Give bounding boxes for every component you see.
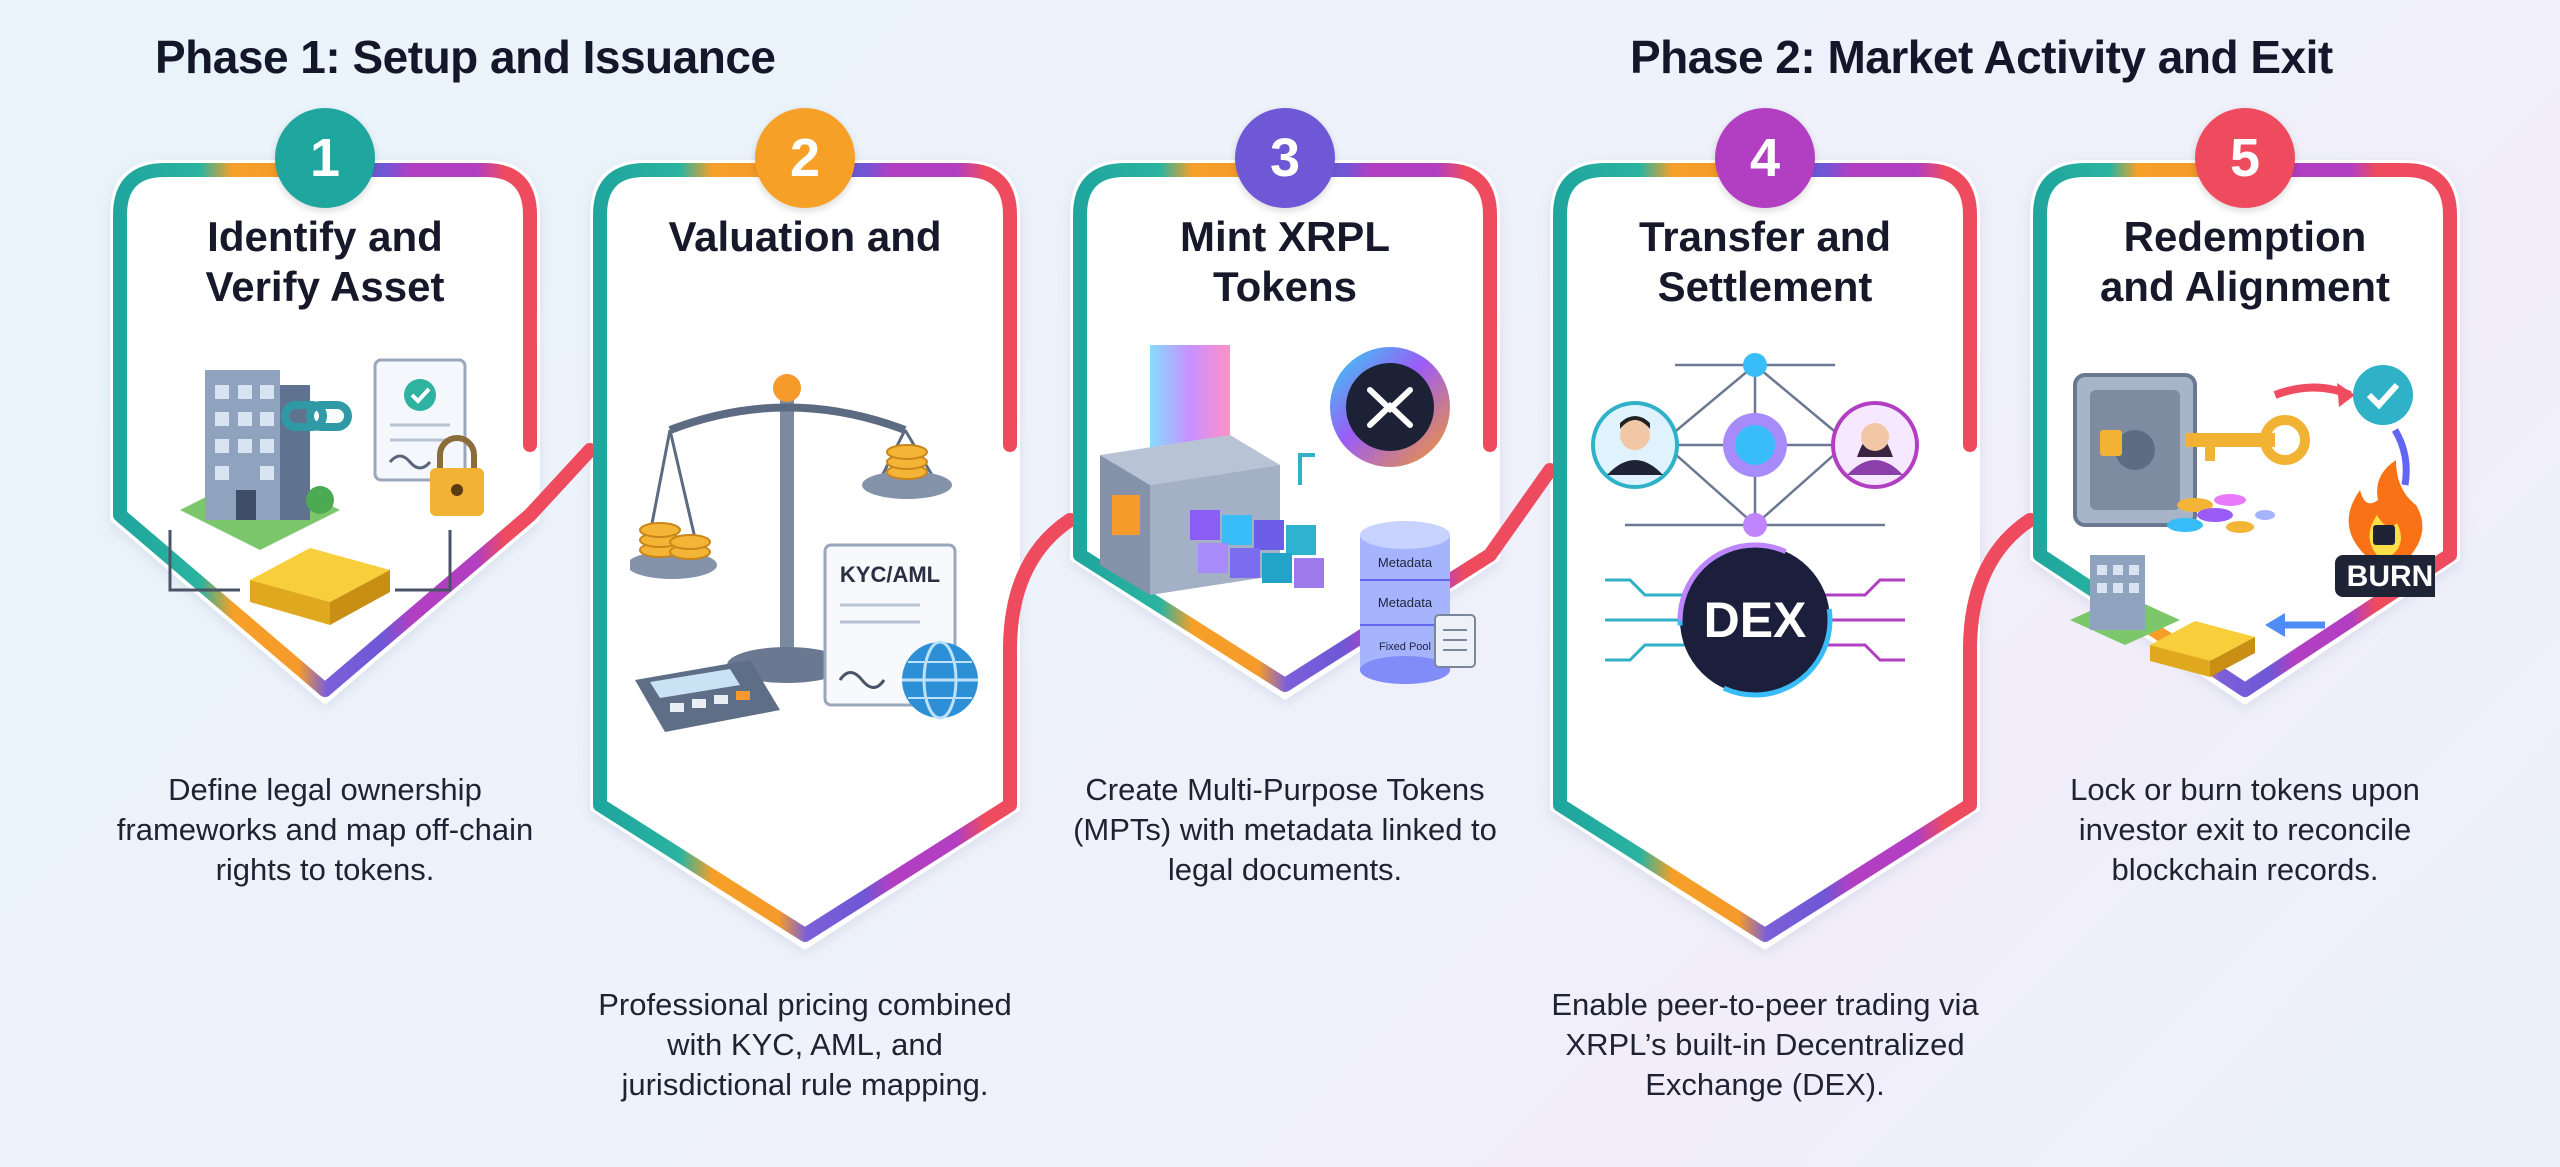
step-3-title-line-1: Mint XRPL xyxy=(1180,213,1390,260)
center-token-icon xyxy=(1723,413,1787,477)
step-4-badge: 4 xyxy=(1715,108,1815,208)
token-cubes-icon xyxy=(1190,510,1324,588)
padlock-icon xyxy=(430,435,484,516)
step-5-title-line-2: and Alignment xyxy=(2099,263,2391,310)
step-1-number: 1 xyxy=(309,128,341,188)
kyc-aml-label: KYC/AML xyxy=(840,562,940,587)
step-1-title: Identify and Verify Asset xyxy=(125,212,525,312)
coin-pile-icon xyxy=(2167,494,2275,533)
step-3-badge: 3 xyxy=(1235,108,1335,208)
step-2-description: Professional pricing combined with KYC, … xyxy=(598,987,1012,1102)
step-5-description: Lock or burn tokens upon investor exit t… xyxy=(2070,772,2420,887)
globe-icon xyxy=(902,640,978,720)
network-node xyxy=(1743,513,1767,537)
vault-icon xyxy=(2073,373,2197,527)
step-1-badge: 1 xyxy=(275,108,375,208)
user-avatar-female-icon xyxy=(1831,401,1919,489)
key-icon xyxy=(2185,415,2310,465)
step-3-title: Mint XRPL Tokens xyxy=(1085,212,1485,312)
step-4-title: Transfer and Settlement xyxy=(1565,212,1965,312)
phase-1-title: Phase 1: Setup and Issuance xyxy=(155,31,776,83)
arrow-icon xyxy=(2391,428,2410,486)
coin-stack-icon xyxy=(639,444,928,560)
flame-lock-icon xyxy=(2348,460,2423,555)
metadata-label-2: Metadata xyxy=(1378,595,1433,610)
step-2-title: Valuation and xyxy=(605,212,1005,262)
metadata-label-1: Metadata xyxy=(1378,555,1433,570)
metadata-database-icon: Metadata Metadata Fixed Pool xyxy=(1360,521,1450,684)
step-5-number: 5 xyxy=(2229,128,2261,188)
asset-verification-illustration xyxy=(168,358,484,625)
user-avatar-male-icon xyxy=(1591,401,1679,489)
building-icon xyxy=(2070,555,2180,645)
step-2-number: 2 xyxy=(789,128,821,188)
step-1-description: Define legal ownership frameworks and ma… xyxy=(116,772,534,887)
network-node xyxy=(1743,353,1767,377)
step-3-number: 3 xyxy=(1269,128,1301,188)
step-5-title: Redemption and Alignment xyxy=(2045,212,2445,312)
gold-bar-icon xyxy=(250,548,390,625)
step-5-title-line-1: Redemption xyxy=(2123,213,2367,260)
fixed-pool-label: Fixed Pool xyxy=(1379,641,1431,653)
valuation-illustration: KYC/AML xyxy=(630,374,978,732)
step-4-number: 4 xyxy=(1749,128,1781,188)
step-5-badge: 5 xyxy=(2195,108,2295,208)
step-4-description: Enable peer-to-peer trading via XRPL’s b… xyxy=(1551,987,1979,1102)
step-2-title-line-1: Valuation and xyxy=(668,213,942,260)
file-icon xyxy=(1434,614,1476,668)
redemption-illustration: BURN xyxy=(2070,365,2435,677)
transfer-settlement-illustration: DEX xyxy=(1591,353,1919,698)
step-3-description: Create Multi-Purpose Tokens (MPTs) with … xyxy=(1073,772,1497,887)
step-3-title-line-2: Tokens xyxy=(1213,263,1357,310)
burn-badge: BURN xyxy=(2335,555,2435,597)
phase-2-title: Phase 2: Market Activity and Exit xyxy=(1630,31,2333,83)
circuit-lines xyxy=(1605,578,1905,662)
dex-label: DEX xyxy=(1704,592,1807,648)
xrp-coin-icon xyxy=(1330,347,1450,467)
mint-tokens-illustration: Metadata Metadata Fixed Pool xyxy=(1100,345,1476,684)
step-1-title-line-1: Identify and xyxy=(207,213,443,260)
checkmark-icon xyxy=(2353,365,2413,425)
step-4-title-line-2: Settlement xyxy=(1657,263,1873,310)
document-check-icon xyxy=(373,358,467,482)
chain-link-icon xyxy=(281,401,352,431)
step-4-title-line-1: Transfer and xyxy=(1638,213,1892,260)
step-2-badge: 2 xyxy=(755,108,855,208)
calculator-icon xyxy=(635,660,780,732)
building-icon xyxy=(180,370,340,550)
step-1-title-line-2: Verify Asset xyxy=(205,263,445,310)
gold-bar-icon xyxy=(2150,621,2255,677)
burn-label: BURN xyxy=(2347,560,2434,593)
light-beam xyxy=(1150,345,1230,455)
dex-icon: DEX xyxy=(1677,542,1833,698)
